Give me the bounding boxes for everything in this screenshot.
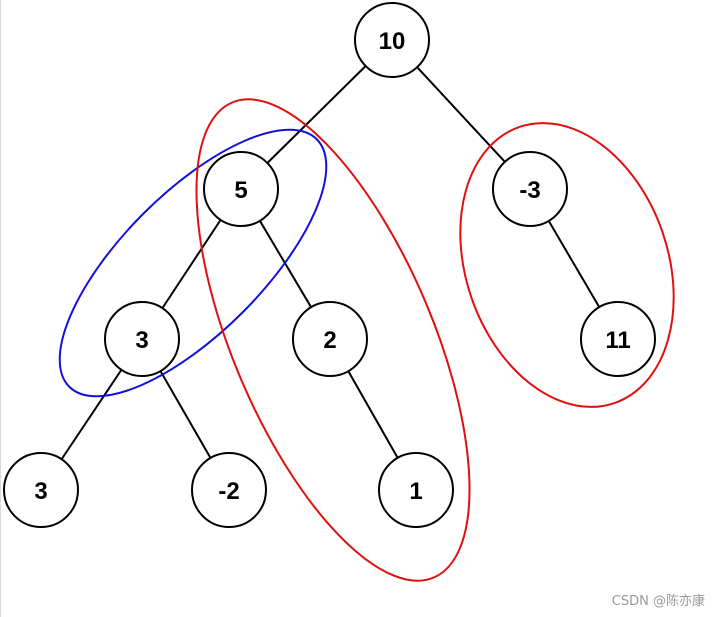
edge-n3a-nm2 <box>159 370 212 459</box>
tree-node: 11 <box>580 301 656 377</box>
edge-n2-n1 <box>347 370 399 459</box>
node-circle <box>492 151 568 227</box>
tree-node: 5 <box>203 151 279 227</box>
edge-n3a-n3b <box>60 369 123 460</box>
node-label: 3 <box>34 478 47 505</box>
edge-nm3-n11 <box>547 220 601 308</box>
edges-layer <box>60 65 601 460</box>
node-label: 3 <box>135 327 148 354</box>
node-label: 1 <box>409 478 422 505</box>
node-label: -2 <box>218 478 239 505</box>
tree-node: 3 <box>104 301 180 377</box>
node-circle <box>203 151 279 227</box>
node-label: 2 <box>323 327 336 354</box>
node-circle <box>104 301 180 377</box>
node-circle <box>292 301 368 377</box>
node-label: 5 <box>234 177 247 204</box>
highlight-red-path-right <box>459 122 675 408</box>
tree-node: 2 <box>292 301 368 377</box>
node-circle <box>354 2 430 78</box>
node-label: 10 <box>379 28 406 55</box>
node-circle <box>378 452 454 528</box>
tree-node: -3 <box>492 151 568 227</box>
highlight-rings-layer <box>58 98 675 582</box>
tree-node: 10 <box>354 2 430 78</box>
edge-n10-nm3 <box>416 66 506 163</box>
node-label: 11 <box>605 327 630 354</box>
highlight-blue-path <box>58 128 328 398</box>
tree-node: -2 <box>191 452 267 528</box>
highlight-red-path-long <box>195 98 471 582</box>
nodes-layer: 10 5 -3 3 2 11 3 -2 1 <box>3 2 656 528</box>
node-label: -3 <box>519 177 540 204</box>
edge-n5-n3a <box>161 219 222 309</box>
watermark: CSDN @陈亦康 <box>611 594 705 609</box>
node-circle <box>3 452 79 528</box>
edge-n10-n5 <box>266 65 367 164</box>
node-circle <box>580 301 656 377</box>
node-circle <box>191 452 267 528</box>
tree-node: 3 <box>3 452 79 528</box>
tree-node: 1 <box>378 452 454 528</box>
